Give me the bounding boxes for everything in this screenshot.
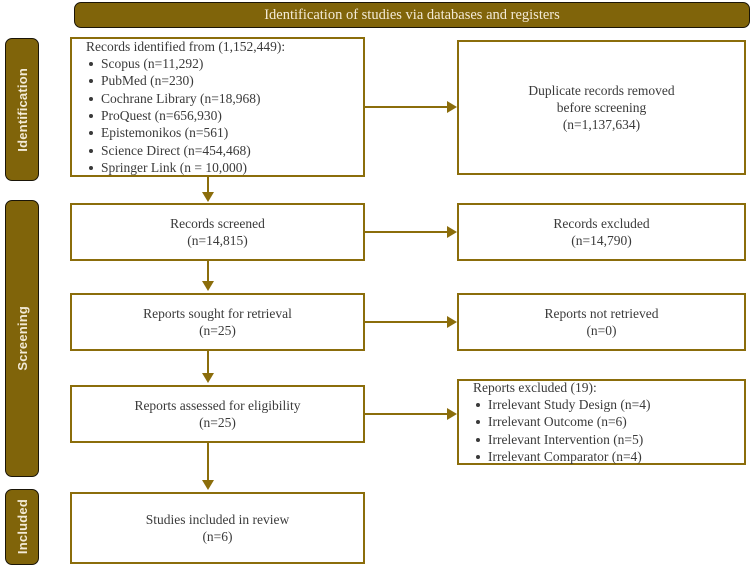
records-screened-title: Records screened (170, 215, 265, 231)
connector-screened-to-excluded (365, 231, 447, 233)
connector-sought-to-not-retrieved (365, 321, 447, 323)
arrowhead-identified-to-duplicates (447, 101, 457, 113)
box-records-identified: Records identified from (1,152,449): Sco… (70, 37, 365, 177)
studies-included-title: Studies included in review (145, 511, 290, 527)
phase-identification: Identification (5, 38, 39, 181)
list-item: Irrelevant Study Design (n=4) (473, 396, 650, 413)
box-reports-sought: Reports sought for retrieval (n=25) (70, 293, 365, 351)
list-item: Epistemonikos (n=561) (86, 124, 260, 141)
reports-not-retrieved-title: Reports not retrieved (544, 305, 659, 321)
records-screened-count: (n=14,815) (187, 233, 248, 248)
list-item: Irrelevant Comparator (n=4) (473, 448, 650, 465)
connector-identified-to-screened (207, 177, 209, 197)
box-reports-excluded: Reports excluded (19): Irrelevant Study … (457, 379, 746, 465)
connector-sought-to-assessed (207, 351, 209, 377)
records-identified-title: Records identified from (1,152,449): (86, 38, 286, 54)
arrowhead-sought-to-not-retrieved (447, 316, 457, 328)
records-excluded-count: (n=14,790) (571, 233, 632, 248)
box-records-excluded: Records excluded (n=14,790) (457, 203, 746, 261)
list-item: Irrelevant Outcome (n=6) (473, 413, 650, 430)
phase-included: Included (5, 489, 39, 565)
box-reports-assessed: Reports assessed for eligibility (n=25) (70, 385, 365, 443)
diagram-banner: Identification of studies via databases … (74, 2, 750, 28)
arrowhead-screened-to-sought (202, 281, 214, 291)
reports-assessed-title: Reports assessed for eligibility (134, 397, 301, 413)
duplicates-removed-line2: before screening (556, 99, 647, 115)
connector-screened-to-sought (207, 261, 209, 285)
phase-screening-label: Screening (14, 306, 30, 371)
studies-included-count: (n=6) (202, 529, 233, 544)
reports-excluded-title: Reports excluded (19): (473, 379, 597, 395)
box-reports-not-retrieved: Reports not retrieved (n=0) (457, 293, 746, 351)
box-studies-included: Studies included in review (n=6) (70, 492, 365, 564)
list-item: ProQuest (n=656,930) (86, 107, 260, 124)
arrowhead-identified-to-screened (202, 192, 214, 202)
connector-identified-to-duplicates (365, 106, 447, 108)
reports-excluded-reasons: Irrelevant Study Design (n=4) Irrelevant… (473, 396, 650, 465)
arrowhead-assessed-to-excluded (447, 408, 457, 420)
reports-sought-count: (n=25) (199, 323, 236, 338)
list-item: Irrelevant Intervention (n=5) (473, 431, 650, 448)
connector-assessed-to-included (207, 443, 209, 485)
phase-screening: Screening (5, 200, 39, 477)
reports-sought-title: Reports sought for retrieval (143, 305, 292, 321)
list-item: Scopus (n=11,292) (86, 55, 260, 72)
list-item: Cochrane Library (n=18,968) (86, 90, 260, 107)
arrowhead-assessed-to-included (202, 480, 214, 490)
duplicates-removed-count: (n=1,137,634) (562, 117, 641, 133)
box-records-screened: Records screened (n=14,815) (70, 203, 365, 261)
arrowhead-screened-to-excluded (447, 226, 457, 238)
reports-not-retrieved-count: (n=0) (586, 323, 617, 338)
phase-identification-label: Identification (14, 67, 30, 152)
list-item: Science Direct (n=454,468) (86, 142, 260, 159)
banner-title: Identification of studies via databases … (264, 6, 560, 23)
reports-assessed-count: (n=25) (199, 415, 236, 430)
records-identified-sources: Scopus (n=11,292) PubMed (n=230) Cochran… (86, 55, 260, 176)
box-duplicates-removed: Duplicate records removed before screeni… (457, 40, 746, 175)
list-item: PubMed (n=230) (86, 72, 260, 89)
list-item: Springer Link (n = 10,000) (86, 159, 260, 176)
phase-included-label: Included (14, 499, 30, 555)
connector-assessed-to-excluded (365, 413, 447, 415)
records-excluded-title: Records excluded (553, 215, 650, 231)
arrowhead-sought-to-assessed (202, 373, 214, 383)
duplicates-removed-line1: Duplicate records removed (528, 82, 675, 98)
